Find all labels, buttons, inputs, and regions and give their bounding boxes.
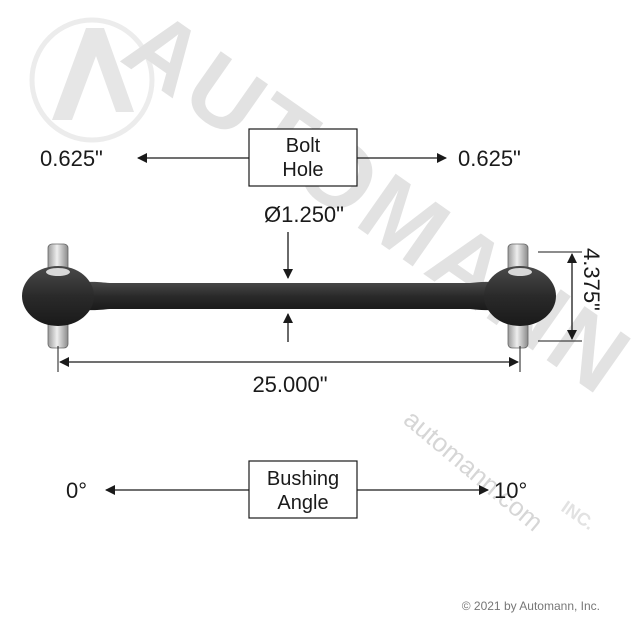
copyright-notice: © 2021 by Automann, Inc. (462, 599, 600, 613)
right-pin-collar (508, 268, 532, 276)
bolt-hole-right-value: 0.625" (458, 146, 521, 171)
bushing-angle-label-line2: Angle (277, 492, 328, 514)
watermark-url: automann.com (398, 404, 549, 538)
height-dimension: 4.375" (538, 248, 604, 342)
right-bushing-eye (484, 266, 556, 326)
bushing-angle-label-line1: Bushing (267, 468, 339, 490)
bushing-angle-right-value: 10° (494, 478, 527, 503)
bolt-hole-callout: Bolt Hole 0.625" 0.625" (40, 128, 521, 187)
height-value: 4.375" (579, 248, 604, 311)
watermark: AUTOMANN INC. automann.com (29, 0, 632, 538)
bushing-angle-box (248, 460, 358, 519)
rod-shaft (72, 281, 506, 311)
bolt-hole-left-value: 0.625" (40, 146, 103, 171)
left-bushing-eye (22, 266, 94, 326)
bushing-angle-left-value: 0° (66, 478, 87, 503)
length-dimension: 25.000" (57, 346, 521, 397)
bolt-hole-label-line1: Bolt (286, 135, 321, 157)
watermark-mark: INC. (558, 497, 599, 534)
torque-rod (22, 243, 556, 349)
diameter-dimension: Ø1.250" (264, 202, 344, 342)
bolt-hole-label-line2: Hole (282, 159, 323, 181)
watermark-brand: AUTOMANN (106, 0, 632, 416)
length-value: 25.000" (252, 372, 327, 397)
watermark-logo (29, 17, 155, 143)
left-pin-collar (46, 268, 70, 276)
diameter-value: Ø1.250" (264, 202, 344, 227)
bushing-angle-callout: Bushing Angle 0° 10° (66, 460, 527, 519)
